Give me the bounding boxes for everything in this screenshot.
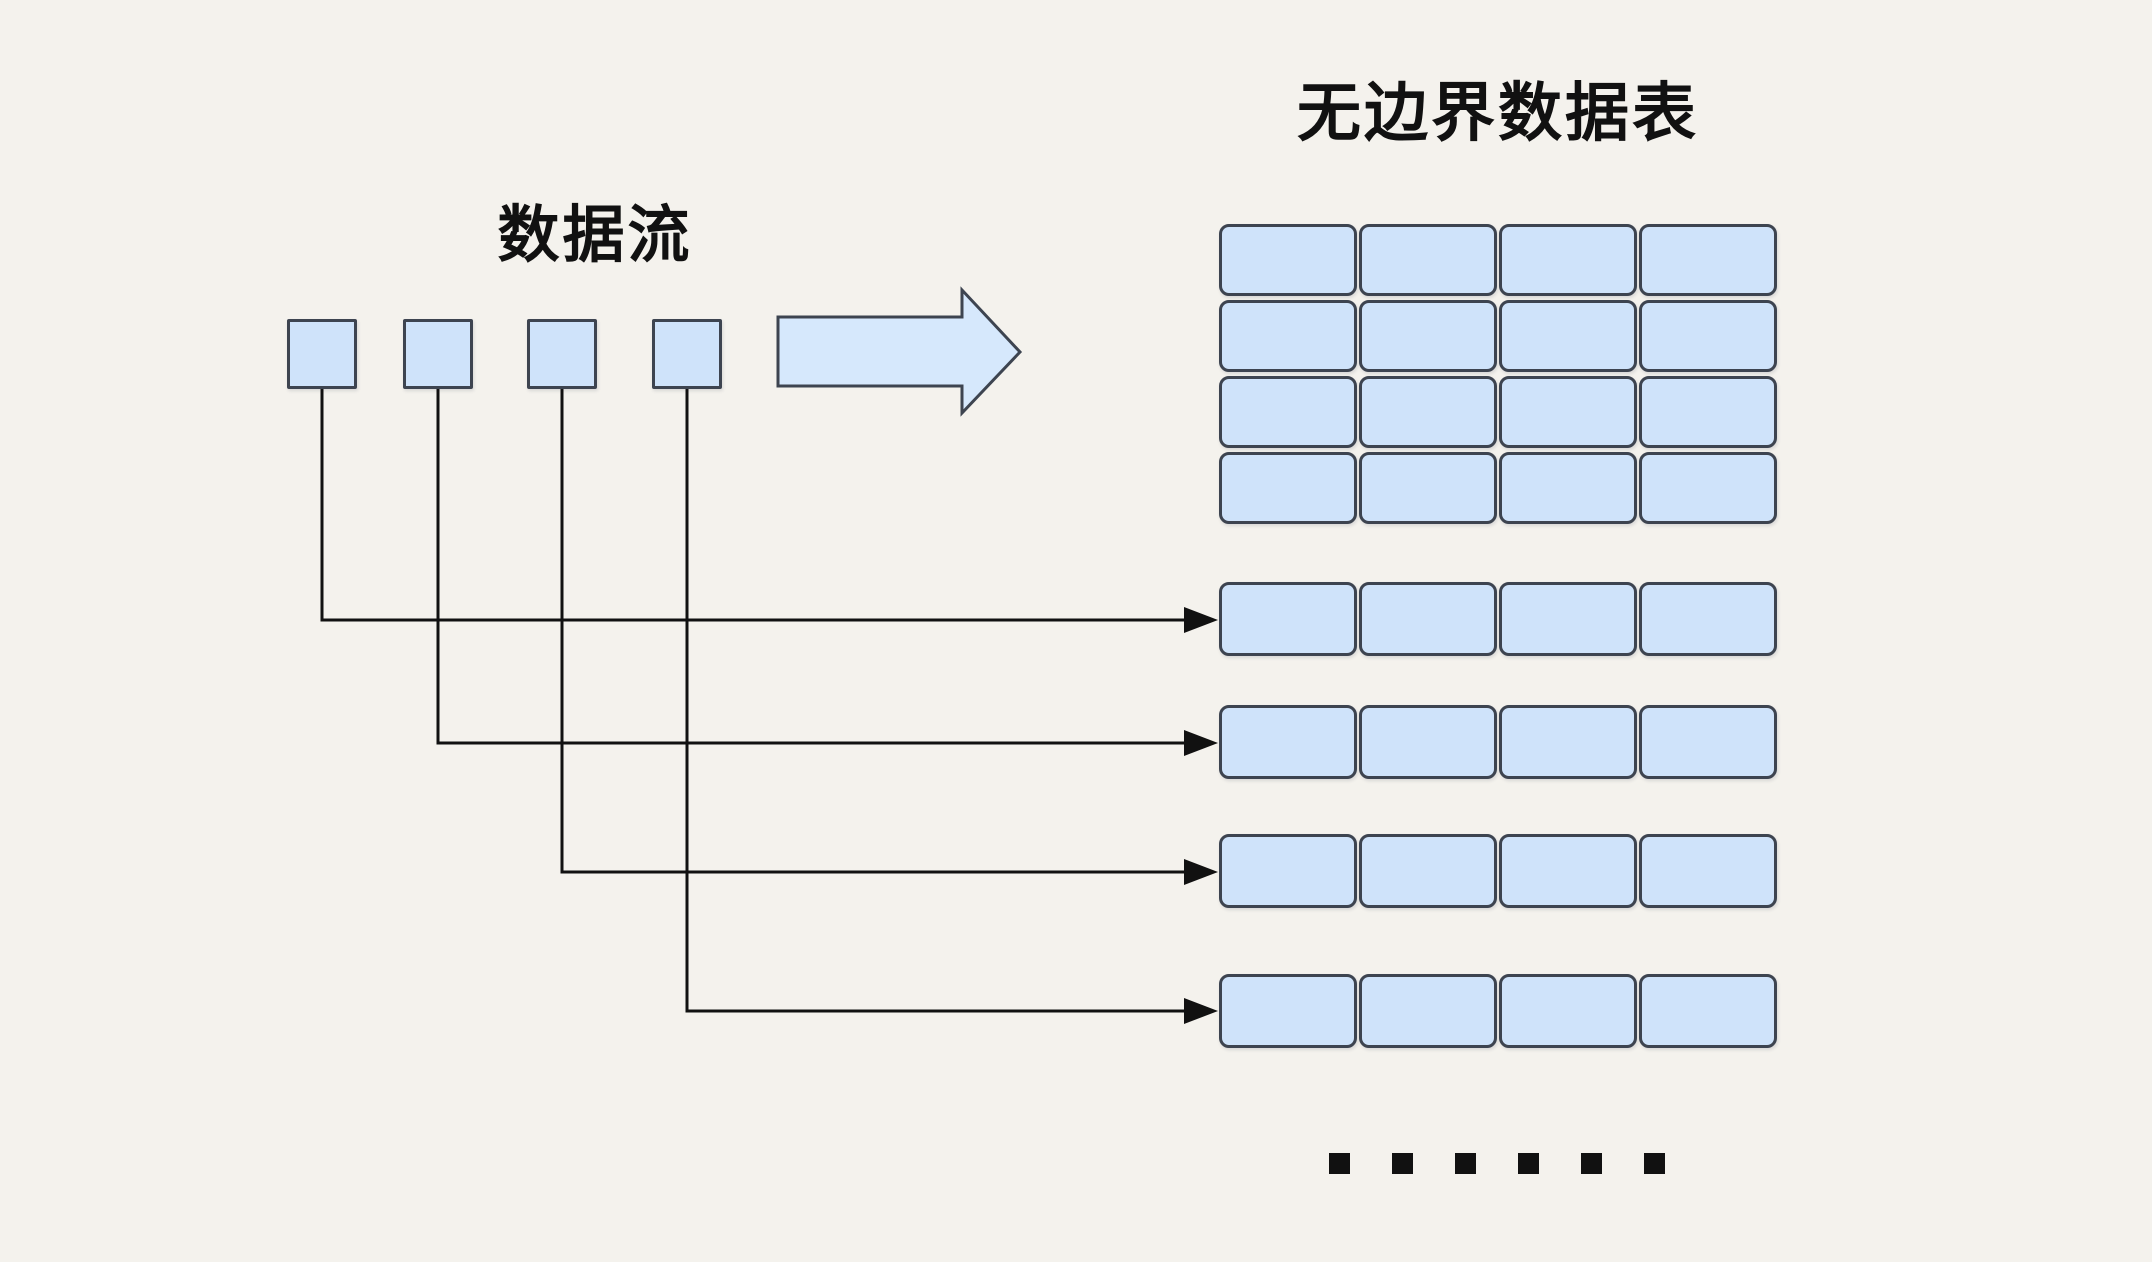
table-cell: [1359, 224, 1497, 296]
table-cell: [1639, 974, 1777, 1048]
table-cell: [1499, 300, 1637, 372]
table-cell: [1639, 300, 1777, 372]
table-cell: [1219, 582, 1357, 656]
table-cell: [1359, 582, 1497, 656]
unbounded-table-title: 无边界数据表: [1297, 77, 1699, 149]
stream-item: [287, 319, 357, 389]
table-cell: [1359, 705, 1497, 779]
table-cell: [1499, 834, 1637, 908]
table-cell: [1639, 582, 1777, 656]
ellipsis-dot: [1329, 1153, 1350, 1174]
table-cell: [1219, 452, 1357, 524]
table-cell: [1359, 376, 1497, 448]
stream-title: 数据流: [497, 201, 693, 270]
connector-line: [685, 389, 1186, 1013]
table-cell: [1359, 300, 1497, 372]
table-cell: [1219, 705, 1357, 779]
table-cell: [1359, 834, 1497, 908]
table-cell: [1219, 300, 1357, 372]
table-cell: [1499, 582, 1637, 656]
table-cell: [1219, 376, 1357, 448]
table-cell: [1219, 974, 1357, 1048]
table-detached-row: [1219, 974, 1777, 1048]
connector-arrowhead-icon: [1184, 607, 1218, 633]
stream-item: [652, 319, 722, 389]
ellipsis-dot: [1644, 1153, 1665, 1174]
connector-line: [320, 389, 1186, 622]
table-cell: [1359, 974, 1497, 1048]
table-cell: [1639, 376, 1777, 448]
connector-line: [560, 389, 1186, 874]
table-cell: [1219, 834, 1357, 908]
connector-arrowhead-icon: [1184, 859, 1218, 885]
table-cell: [1639, 834, 1777, 908]
table-cell: [1499, 705, 1637, 779]
table-cell: [1219, 224, 1357, 296]
ellipsis-dot: [1455, 1153, 1476, 1174]
table-cell: [1359, 452, 1497, 524]
stream-item: [403, 319, 473, 389]
ellipsis-dot: [1392, 1153, 1413, 1174]
table-cell: [1499, 452, 1637, 524]
table-grid: [1219, 224, 1777, 524]
flow-right-arrow-icon: [776, 286, 1023, 417]
table-cell: [1639, 224, 1777, 296]
ellipsis-dot: [1581, 1153, 1602, 1174]
table-cell: [1499, 224, 1637, 296]
connector-arrowhead-icon: [1184, 730, 1218, 756]
ellipsis-dot: [1518, 1153, 1539, 1174]
table-cell: [1499, 376, 1637, 448]
connector-line: [436, 389, 1186, 745]
connector-arrowhead-icon: [1184, 998, 1218, 1024]
table-detached-row: [1219, 705, 1777, 779]
table-cell: [1499, 974, 1637, 1048]
table-cell: [1639, 452, 1777, 524]
table-detached-row: [1219, 834, 1777, 908]
stream-item: [527, 319, 597, 389]
table-cell: [1639, 705, 1777, 779]
table-detached-row: [1219, 582, 1777, 656]
